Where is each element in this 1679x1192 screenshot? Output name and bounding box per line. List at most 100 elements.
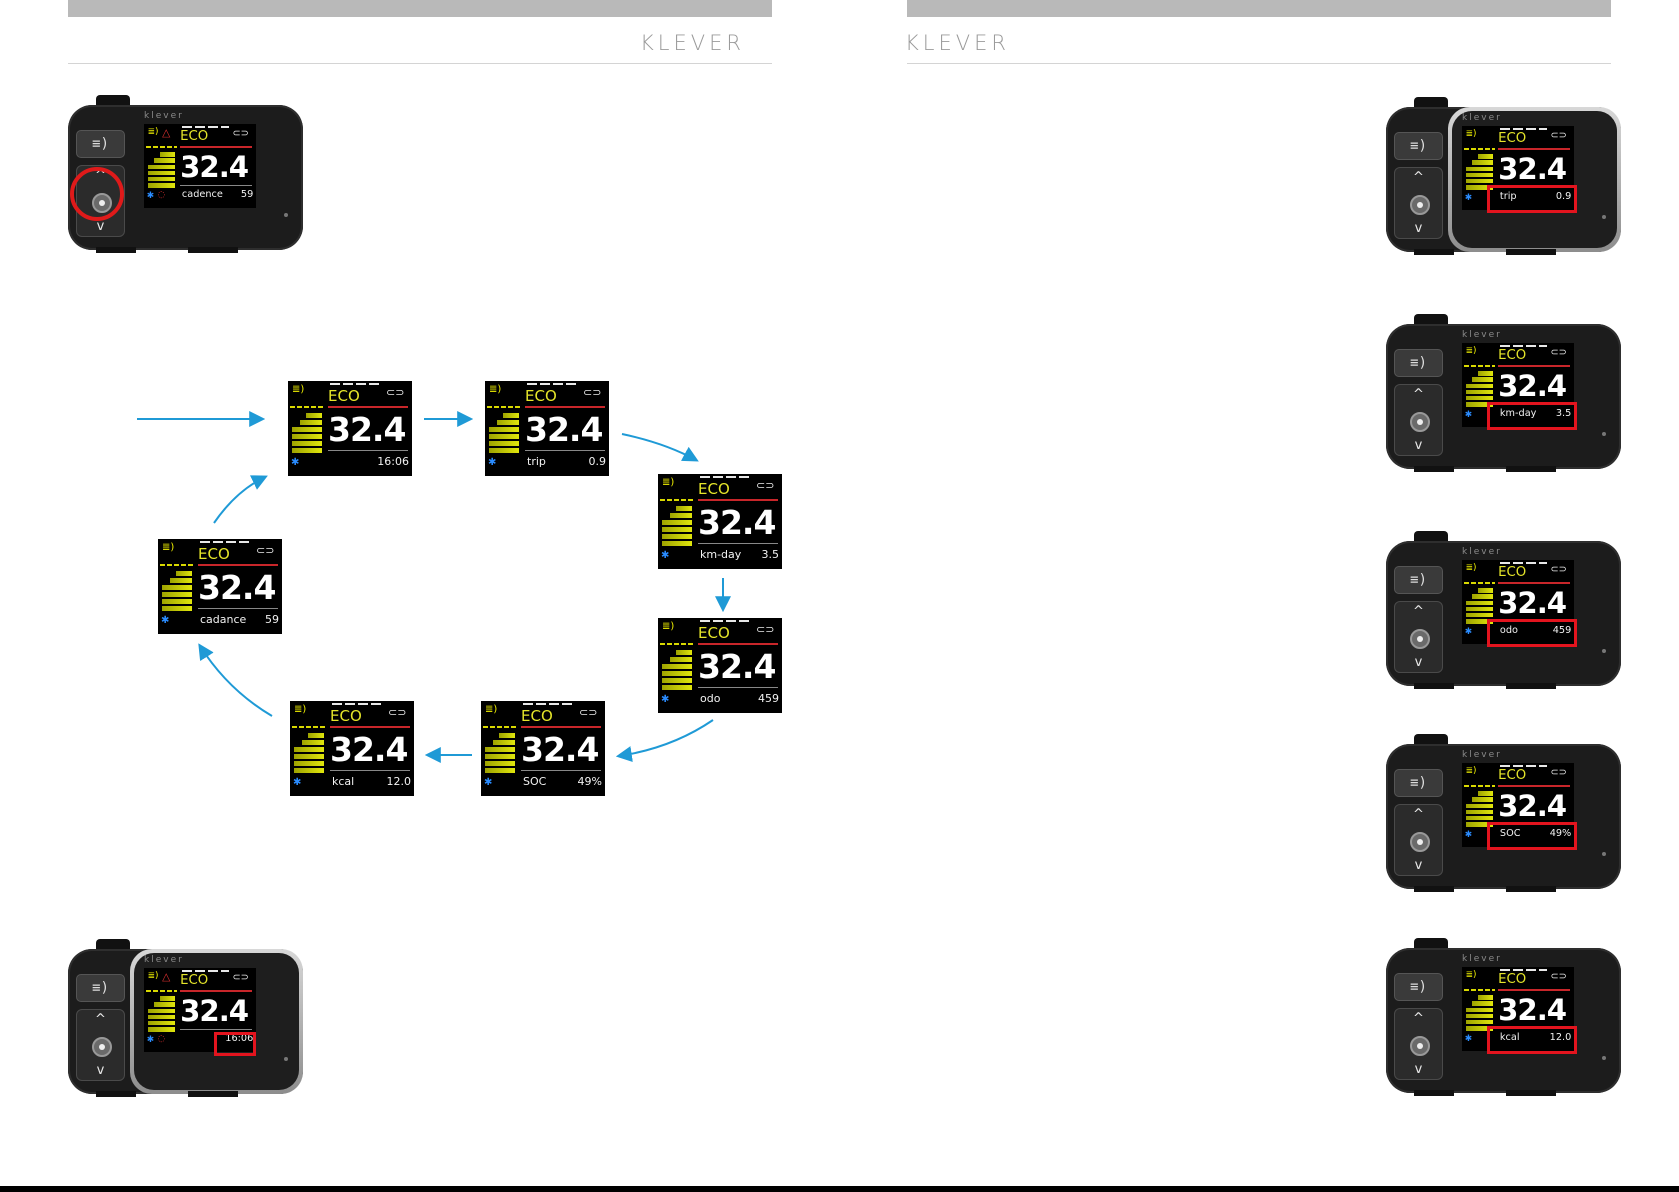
down-arrow-icon[interactable]: v <box>1414 438 1423 453</box>
battery-bar <box>496 420 519 425</box>
battery-bars <box>1465 588 1493 625</box>
battery-bar <box>292 434 322 439</box>
up-arrow-icon[interactable]: ^ <box>1413 170 1424 185</box>
up-arrow-icon[interactable]: ^ <box>1413 604 1424 619</box>
up-arrow-icon[interactable]: ^ <box>1413 807 1424 822</box>
navigation-pad[interactable]: ^v <box>1394 1008 1443 1080</box>
assist-mode: ECO <box>1498 768 1527 784</box>
down-arrow-icon[interactable]: v <box>96 1063 105 1078</box>
battery-bar <box>662 671 692 676</box>
device-mount-foot <box>96 247 136 253</box>
up-arrow-icon[interactable]: ^ <box>95 1012 106 1027</box>
battery-bar <box>1465 395 1493 401</box>
light-button[interactable]: ≡) <box>1394 349 1443 377</box>
status-led <box>284 1057 288 1061</box>
device-mount-tab <box>1414 531 1448 541</box>
key-icon: ⊂⊃ <box>232 972 249 984</box>
down-arrow-icon[interactable]: v <box>1414 1062 1423 1077</box>
device-mount-foot <box>1414 249 1454 255</box>
red-divider <box>198 564 278 566</box>
battery-bar <box>147 1020 175 1026</box>
down-arrow-icon[interactable]: v <box>1414 655 1423 670</box>
battery-bar <box>1465 600 1493 606</box>
dash-segments-left <box>145 146 177 148</box>
battery-bar <box>498 733 515 738</box>
light-button[interactable]: ≡) <box>76 974 125 1002</box>
battery-bar <box>669 657 692 662</box>
info-value: 0.9 <box>588 455 607 468</box>
highlight-box <box>214 1032 256 1056</box>
assist-mode: ECO <box>330 707 362 725</box>
light-icon: ≣) <box>1465 562 1477 573</box>
arrow-odo-soc <box>615 719 714 762</box>
speed-value: 32.4 <box>328 410 406 449</box>
dash-segments-left <box>660 499 694 501</box>
center-button[interactable] <box>92 1037 112 1057</box>
light-icon: ≣) <box>662 621 675 632</box>
battery-bar <box>1465 815 1493 821</box>
light-button[interactable]: ≡) <box>1394 132 1443 160</box>
battery-bar <box>1472 797 1493 802</box>
navigation-pad[interactable]: ^v <box>1394 167 1443 239</box>
device-mount-foot <box>1506 886 1556 892</box>
battery-bar <box>292 427 322 432</box>
battery-bars <box>662 506 692 548</box>
assist-mode: ECO <box>698 480 730 498</box>
battery-bar <box>662 534 692 539</box>
navigation-pad[interactable]: ^v <box>1394 601 1443 673</box>
bluetooth-icon: ✱ <box>661 694 670 705</box>
highlight-box <box>1487 619 1577 647</box>
light-button[interactable]: ≡) <box>76 130 125 158</box>
device-screen: ≣)△ECO⊂⊃32.4✱◌16:06 <box>144 968 256 1052</box>
light-icon: ≡) <box>1410 355 1427 371</box>
info-label: trip <box>1499 191 1517 203</box>
down-arrow-icon[interactable]: v <box>96 219 105 234</box>
battery-bar <box>294 747 324 752</box>
up-arrow-icon[interactable]: ^ <box>1413 387 1424 402</box>
navigation-pad[interactable]: ^v <box>1394 804 1443 876</box>
highlight-box <box>1487 1026 1577 1054</box>
navigation-pad[interactable]: ^v <box>76 1009 125 1081</box>
light-button[interactable]: ≡) <box>1394 973 1443 1001</box>
center-button[interactable] <box>1410 412 1430 432</box>
light-icon: ≣) <box>485 704 498 715</box>
down-arrow-icon[interactable]: v <box>1414 221 1423 236</box>
center-button[interactable] <box>1410 195 1430 215</box>
down-arrow-icon[interactable]: v <box>1414 858 1423 873</box>
battery-bar <box>1477 371 1493 376</box>
light-icon: ≡) <box>92 980 109 996</box>
info-value: 3.5 <box>1555 408 1572 420</box>
key-icon: ⊂⊃ <box>1550 767 1567 779</box>
battery-bar <box>662 664 692 669</box>
light-icon: ≣) <box>1465 128 1477 139</box>
center-button[interactable] <box>1410 1036 1430 1056</box>
info-divider <box>521 770 601 771</box>
battery-bars <box>147 996 175 1033</box>
light-button[interactable]: ≡) <box>1394 769 1443 797</box>
info-label: kcal <box>1499 1032 1520 1044</box>
status-led <box>1602 215 1606 219</box>
red-divider <box>1498 989 1571 991</box>
cycle-screen-time: ≣)ECO⊂⊃32.4✱16:06 <box>288 381 412 476</box>
device-mount-foot <box>1506 1090 1556 1096</box>
device-mount-foot <box>1506 466 1556 472</box>
bluetooth-icon: ✱ <box>661 550 670 561</box>
assist-mode: ECO <box>1498 972 1527 988</box>
center-button[interactable] <box>1410 832 1430 852</box>
navigation-pad[interactable]: ^v <box>1394 384 1443 456</box>
battery-bar <box>1465 612 1493 618</box>
info-value: 59 <box>265 613 279 626</box>
up-arrow-icon[interactable]: ^ <box>1413 1011 1424 1026</box>
battery-bar <box>485 761 515 766</box>
info-label: SOC <box>523 775 547 788</box>
bluetooth-icon: ✱ <box>291 457 300 468</box>
dash-segments-left <box>1463 785 1495 787</box>
center-button[interactable] <box>1410 629 1430 649</box>
light-button[interactable]: ≡) <box>1394 566 1443 594</box>
top-bar-left <box>68 0 772 17</box>
bluetooth-icon: ✱ <box>488 457 497 468</box>
device-mount-foot <box>1414 683 1454 689</box>
